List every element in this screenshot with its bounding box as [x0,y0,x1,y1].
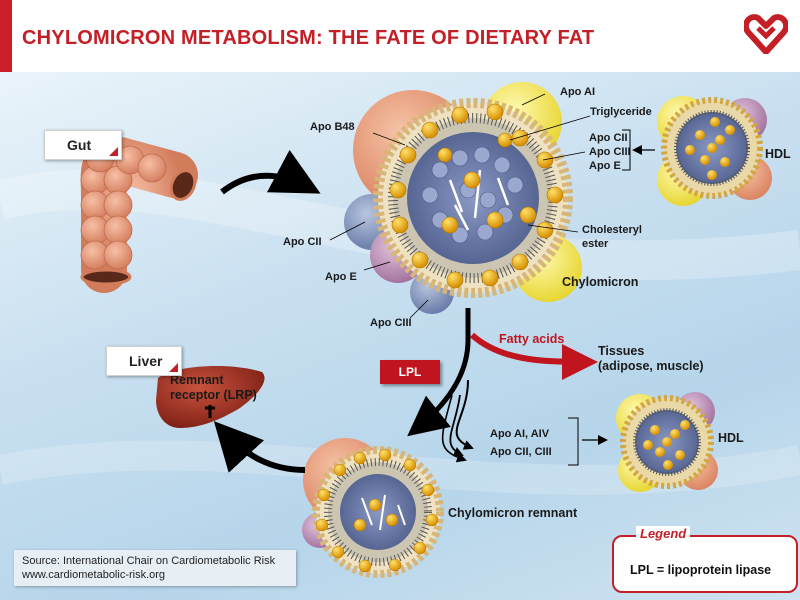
label-apo-e-left: Apo E [325,271,357,283]
apo-cii-right-leader [542,151,586,161]
label-apo-e-right: Apo E [589,160,621,172]
cholesteryl-ester-leader [527,224,579,233]
label-chylomicron: Chylomicron [562,275,638,289]
triglyceride-leader [509,115,591,141]
apo-e-leader [363,261,391,271]
label-apo-ai: Apo AI [560,86,595,98]
liver-illustration [156,366,265,428]
label-fatty-acids: Fatty acids [499,332,564,346]
gut-tag-label: Gut [67,137,92,153]
chylomicron-particle [344,82,582,314]
gut-tag: Gut [44,130,122,160]
hdl-particle-top [657,96,772,206]
liver-tag: Liver [106,346,182,376]
apo-cii-leader [329,221,366,241]
label-apo-cii-right: Apo CII [589,132,628,144]
tag-corner-icon [169,363,178,372]
label-triglyceride: Triglyceride [590,106,652,118]
lpl-pathway-arrows [407,308,474,463]
legend-title: Legend [636,526,691,541]
remnant-to-liver-arrow [213,421,306,473]
tag-corner-icon [109,147,118,156]
label-hdl-bottom: HDL [718,431,744,445]
apo-bracket-top [622,129,631,171]
label-cholesteryl: Cholesteryl [582,224,642,236]
label-apo-b48: Apo B48 [310,121,355,133]
fatty-acids-arrow [470,332,598,380]
legend-box: Legend LPL = lipoprotein lipase [612,526,798,593]
label-apo-ai-aiv: Apo AI, AIV [490,428,550,440]
heart-logo-icon [744,14,788,54]
header: CHYLOMICRON METABOLISM: THE FATE OF DIET… [0,0,800,72]
source-box: Source: International Chair on Cardiomet… [14,550,296,586]
label-apo-ciii-bottom: Apo CIII [370,317,412,329]
lpl-box: LPL [380,360,440,384]
label-tissues-detail: (adipose, muscle) [598,359,704,373]
apo-b48-leader [372,132,406,146]
header-accent-bar [0,0,12,72]
label-remnant-receptor: receptor (LRP) [170,388,257,402]
legend-text: LPL = lipoprotein lipase [630,563,772,577]
apo-ai-leader [521,93,546,106]
apo-bracket-bottom [568,417,579,466]
label-hdl-top: HDL [765,147,791,161]
hdl-particle-bottom [616,392,718,492]
chylomicron-remnant-particle [302,438,444,578]
liver-tag-label: Liver [129,353,163,369]
source-line: Source: International Chair on Cardiomet… [22,555,276,567]
label-apo-cii-left: Apo CII [283,236,322,248]
label-chylomicron-remnant: Chylomicron remnant [448,506,578,520]
label-ester: ester [582,238,609,250]
gut-illustration [80,137,198,293]
label-apo-ciii-right: Apo CIII [589,146,631,158]
page-title: CHYLOMICRON METABOLISM: THE FATE OF DIET… [22,27,595,49]
label-apo-cii-ciii: Apo CII, CIII [490,446,552,458]
label-tissues: Tissues [598,344,644,358]
gut-to-chylomicron-arrow [220,149,321,195]
label-remnant: Remnant [170,373,224,387]
apo-ciii-leader [409,299,429,319]
source-url: www.cardiometabolic-risk.org [22,569,166,581]
